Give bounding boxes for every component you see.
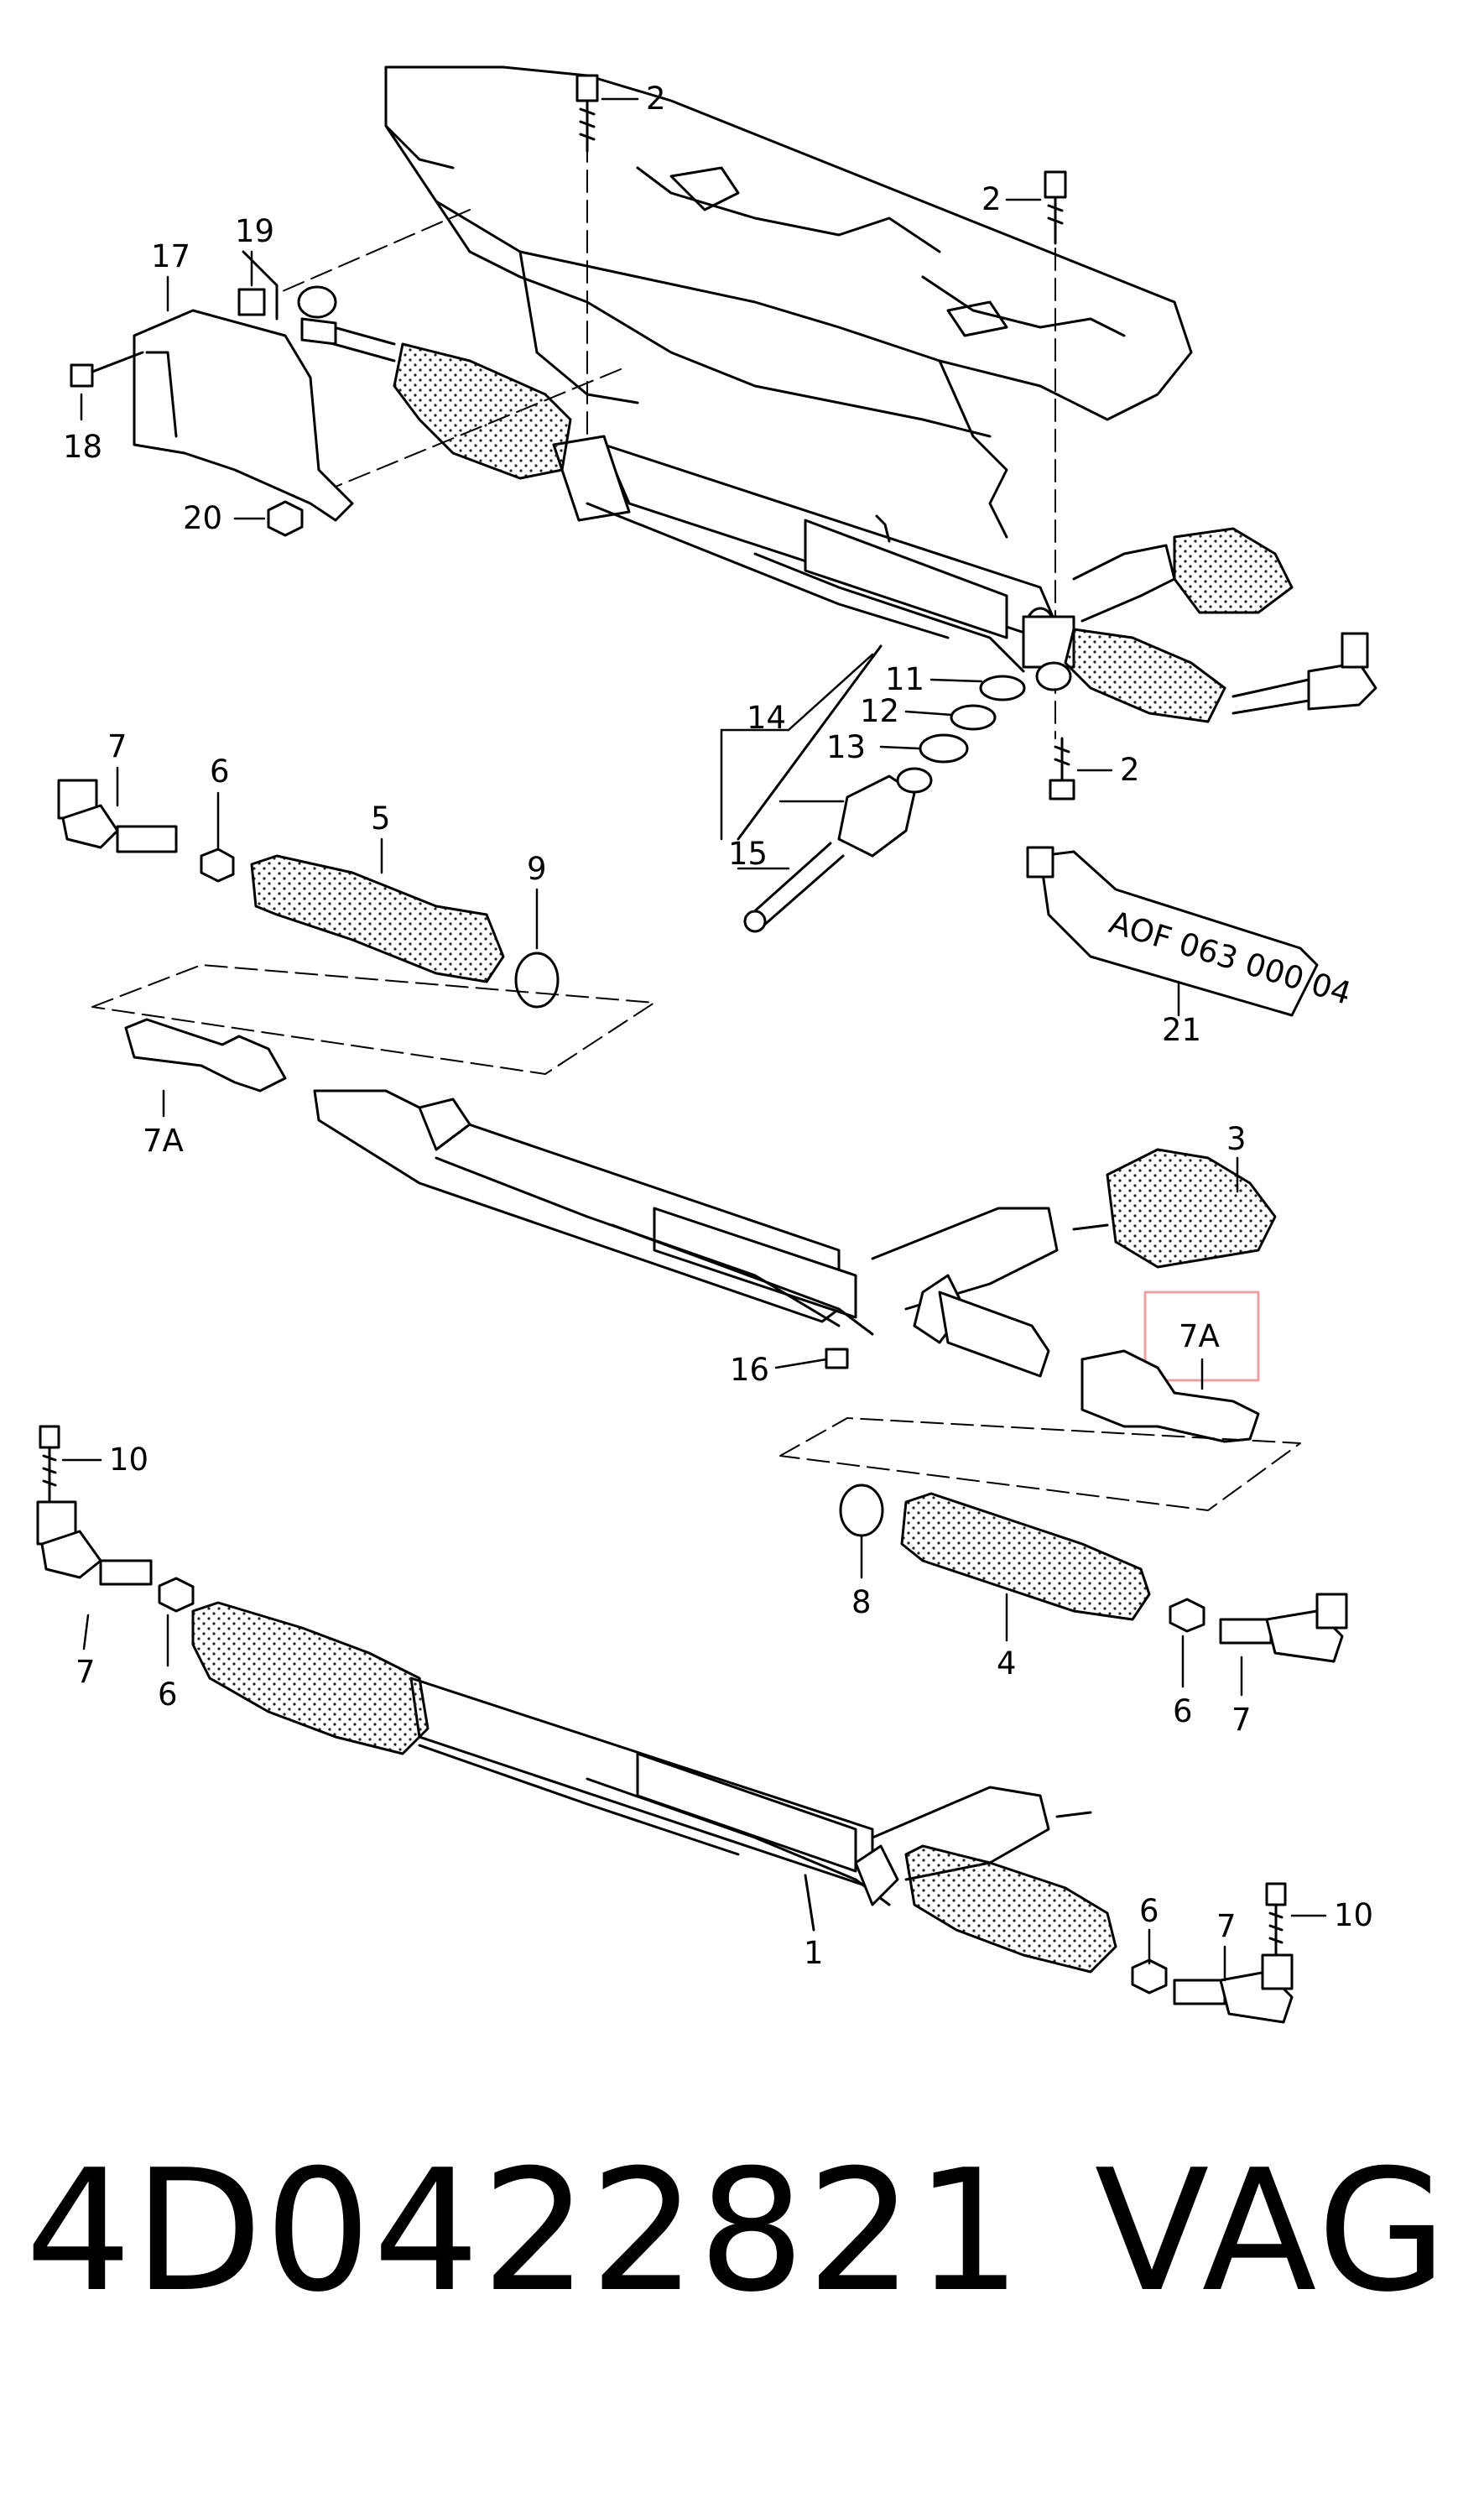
- callout-9: 9: [527, 851, 547, 887]
- tie-rod-end-top-right: [1231, 632, 1377, 715]
- callout-17: 17: [151, 238, 190, 274]
- nut-6-mid-left: [158, 1577, 195, 1613]
- callout-7-mid-right: 7: [1231, 1702, 1252, 1738]
- callout-10-left: 10: [109, 1442, 148, 1478]
- boot-5: [250, 854, 505, 983]
- assembly-guide-lines: [276, 79, 1056, 739]
- callout-8: 8: [851, 1584, 872, 1620]
- steering-rack-middle: [313, 1089, 1109, 1378]
- callout-16: 16: [730, 1352, 769, 1388]
- boot-bottom-right: [904, 1844, 1117, 1974]
- callout-19: 19: [235, 213, 274, 249]
- nut-20: [267, 500, 304, 537]
- valve-unit-15: [737, 644, 933, 933]
- callout-5: 5: [371, 800, 391, 837]
- callout-2-top: 2: [646, 81, 666, 117]
- bolt-2-top: [575, 74, 599, 153]
- callout-1: 1: [804, 1935, 824, 1971]
- callout-7-bottom: 7: [1216, 1908, 1237, 1944]
- clip-19: [237, 288, 266, 316]
- bolt-2-lower: [1049, 737, 1075, 800]
- tie-rod-end-mid-right-7: [1219, 1593, 1348, 1663]
- callout-7-left: 7: [107, 728, 128, 764]
- boot-bottom-left: [191, 1601, 430, 1755]
- bolt-2-right: [1044, 170, 1067, 245]
- tie-rod-end-bottom-7: [1173, 1953, 1294, 2024]
- leader-lines: [61, 97, 1327, 1982]
- clamp-8: [839, 1484, 884, 1537]
- callout-18: 18: [63, 429, 102, 465]
- callout-6-left: 6: [210, 754, 230, 790]
- callout-10-right: 10: [1334, 1897, 1373, 1933]
- callout-3: 3: [1226, 1121, 1247, 1157]
- callout-7-mid-left: 7: [76, 1654, 96, 1690]
- grease-tube-21: [1026, 846, 1319, 1017]
- inner-tie-rod-7A-right: [1080, 1349, 1260, 1443]
- callout-7A-left: 7A: [143, 1123, 184, 1159]
- boot-4: [900, 1492, 1151, 1621]
- callout-14: 14: [747, 700, 786, 736]
- mounting-bracket: [133, 250, 354, 522]
- callout-21: 21: [1162, 1012, 1201, 1048]
- bolt-10-right: [1265, 1882, 1287, 1957]
- steering-rack-bottom: [409, 1676, 1092, 1932]
- bolt-10-left: [39, 1425, 60, 1504]
- boot-top-left: [393, 342, 572, 480]
- callout-6-mid-right: 6: [1173, 1693, 1193, 1729]
- nut-6-mid-right: [1169, 1598, 1205, 1633]
- inner-tie-rod-7A-left: [124, 1018, 287, 1092]
- boot-top-right: [1064, 527, 1294, 723]
- tie-rod-end-mid-left-7: [36, 1500, 153, 1586]
- callout-2-lower: 2: [1120, 752, 1140, 788]
- callout-6-bottom: 6: [1139, 1893, 1159, 1929]
- callout-12: 12: [860, 693, 899, 729]
- nut-6-bottom: [1131, 1958, 1168, 1995]
- callout-11: 11: [885, 661, 924, 697]
- brand-name: VAG: [1094, 2134, 1450, 2329]
- callout-15: 15: [728, 836, 768, 872]
- box-guide-lower: [779, 1417, 1301, 1511]
- callout-6-mid-left: 6: [158, 1676, 178, 1713]
- bolt-16: [825, 1348, 849, 1369]
- tie-rod-end-left-7: [57, 779, 178, 853]
- callout-13: 13: [826, 729, 866, 765]
- seal-rings: [919, 675, 1026, 764]
- callout-2-right: 2: [982, 181, 1002, 217]
- clamp-9: [514, 952, 560, 1009]
- subframe: [384, 65, 1193, 539]
- part-number: 4D0422821: [25, 2134, 1023, 2329]
- callout-20: 20: [183, 500, 222, 536]
- steering-rack-top: [297, 285, 1176, 691]
- bolt-18: [70, 351, 144, 388]
- callout-4: 4: [997, 1645, 1017, 1682]
- callout-7A-box: 7A: [1179, 1318, 1220, 1354]
- boot-3: [1106, 1148, 1277, 1269]
- nut-6-left: [200, 847, 235, 883]
- box-guide-upper: [91, 964, 655, 1075]
